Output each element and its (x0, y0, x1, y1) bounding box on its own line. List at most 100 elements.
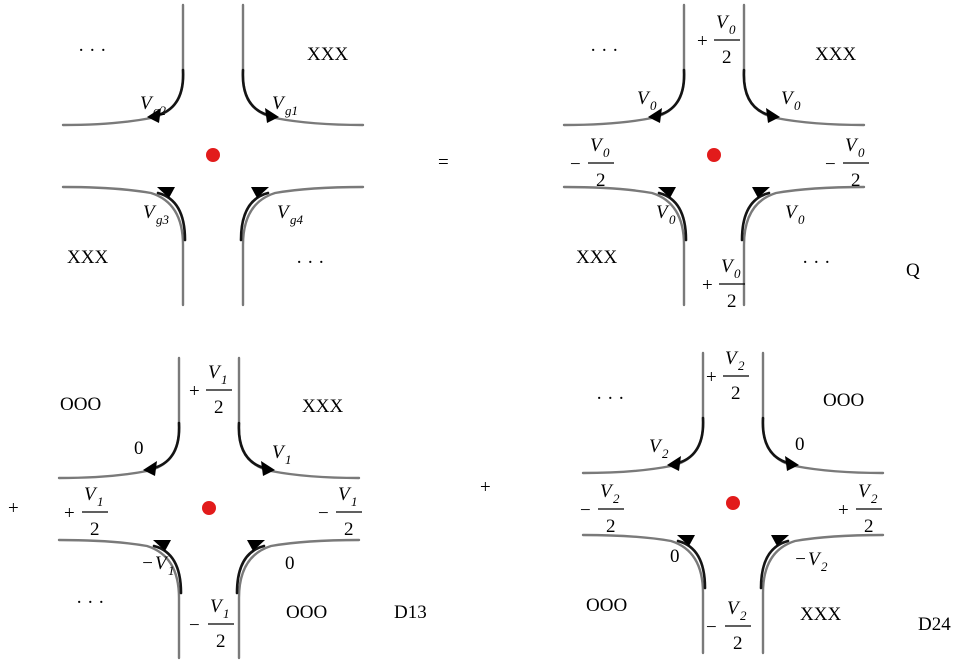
svg-text:0: 0 (858, 145, 865, 160)
equals-sign: = (438, 152, 449, 173)
svg-text:1: 1 (221, 372, 228, 387)
d24-label-top-right: 0 (795, 434, 805, 455)
svg-text:−: − (141, 553, 154, 574)
d13-label-top-right: V 1 (272, 442, 292, 467)
svg-text:2: 2 (727, 291, 737, 312)
d24-label-top-left: V 2 (649, 436, 669, 461)
svg-text:2: 2 (731, 383, 741, 404)
svg-text:0: 0 (798, 212, 805, 227)
svg-text:2: 2 (90, 519, 100, 540)
svg-text:g3: g3 (156, 212, 170, 227)
svg-text:V: V (781, 88, 795, 109)
svg-text:0: 0 (669, 212, 676, 227)
plus-middle: + (480, 477, 491, 498)
svg-text:V: V (600, 481, 614, 502)
svg-text:1: 1 (168, 563, 175, 578)
d24-label-bottom-right: − V 2 (794, 549, 828, 574)
panel-q: · · · XXX XXX · · · Q V 0 V 0 V 0 V 0 + … (562, 3, 920, 312)
svg-text:V: V (725, 348, 739, 369)
svg-text:2: 2 (738, 358, 745, 373)
svg-text:V: V (785, 202, 799, 223)
xxx-q-top: XXX (815, 44, 856, 65)
svg-text:1: 1 (223, 606, 230, 621)
svg-text:2: 2 (740, 608, 747, 623)
svg-text:V: V (721, 256, 735, 277)
svg-text:V: V (845, 135, 859, 156)
panel-d13: OOO XXX · · · OOO D13 0 V 1 − V 1 0 + V … (57, 356, 427, 660)
svg-text:−: − (825, 154, 836, 175)
svg-text:V: V (208, 362, 222, 383)
d24-fraction-bottom: − V 2 2 (706, 598, 751, 654)
svg-text:V: V (858, 481, 872, 502)
svg-text:g2: g2 (153, 103, 167, 118)
svg-text:V: V (277, 202, 291, 223)
svg-text:V: V (84, 484, 98, 505)
q-fraction-right: − V 0 2 (825, 135, 869, 191)
svg-text:1: 1 (351, 494, 358, 509)
svg-text:2: 2 (821, 559, 828, 574)
label-d24: D24 (918, 614, 951, 635)
ellipsis-d13-bottom: · · · (76, 592, 104, 613)
svg-text:V: V (272, 93, 286, 114)
q-fraction-bottom: + V 0 2 (702, 256, 745, 312)
svg-text:V: V (808, 549, 822, 570)
svg-text:2: 2 (344, 519, 354, 540)
svg-text:1: 1 (97, 494, 104, 509)
svg-text:g4: g4 (290, 212, 304, 227)
svg-text:+: + (189, 381, 200, 402)
ellipsis-a-bottom: · · · (296, 252, 324, 273)
xxx-a-bottom: XXX (67, 247, 108, 268)
q-fraction-left: − V 0 2 (570, 135, 614, 191)
d13-fraction-right: − V 1 2 (318, 484, 362, 540)
q-label-top-right: V 0 (781, 88, 801, 113)
svg-text:2: 2 (606, 516, 616, 537)
ooo-d13-bottom: OOO (286, 602, 327, 623)
svg-text:V: V (338, 484, 352, 505)
q-label-bottom-left: V 0 (656, 202, 676, 227)
svg-text:+: + (702, 275, 713, 296)
label-q: Q (906, 260, 920, 281)
svg-text:−: − (189, 615, 200, 636)
svg-text:V: V (727, 598, 741, 619)
svg-text:+: + (64, 503, 75, 524)
panel-a: · · · XXX XXX · · · V g2 V g1 V g3 V g4 (61, 3, 365, 307)
svg-text:0: 0 (603, 145, 610, 160)
svg-text:2: 2 (216, 631, 226, 652)
svg-text:0: 0 (729, 22, 736, 37)
panel-d24: · · · OOO OOO XXX D24 V 2 0 0 − V 2 + V … (580, 348, 951, 655)
svg-text:2: 2 (662, 446, 669, 461)
gate-label-g1: V g1 (272, 93, 298, 118)
q-label-top-left: V 0 (637, 88, 657, 113)
ooo-d24-bottom: OOO (586, 595, 627, 616)
gate-label-g2: V g2 (140, 93, 167, 118)
svg-text:−: − (570, 154, 581, 175)
svg-text:−: − (794, 549, 807, 570)
d13-fraction-left: + V 1 2 (64, 484, 108, 540)
ooo-d13-top: OOO (60, 394, 101, 415)
gate-label-g4: V g4 (277, 202, 304, 227)
svg-text:0: 0 (650, 98, 657, 113)
xxx-a-top: XXX (307, 44, 348, 65)
svg-text:V: V (656, 202, 670, 223)
svg-text:2: 2 (613, 491, 620, 506)
d24-label-bottom-left: 0 (670, 546, 680, 567)
svg-text:2: 2 (864, 516, 874, 537)
svg-text:V: V (716, 12, 730, 33)
svg-text:+: + (706, 367, 717, 388)
d13-fraction-bottom: − V 1 2 (189, 596, 234, 652)
ellipsis-d24-top: · · · (596, 388, 624, 409)
label-d13: D13 (394, 602, 427, 623)
svg-text:V: V (272, 442, 286, 463)
d24-fraction-left: − V 2 2 (580, 481, 624, 537)
gate-label-g3: V g3 (143, 202, 170, 227)
svg-text:−: − (706, 617, 717, 638)
ellipsis-q-top: · · · (590, 40, 618, 61)
svg-text:V: V (590, 135, 604, 156)
svg-text:2: 2 (722, 47, 732, 68)
plus-left: + (8, 498, 19, 519)
svg-text:1: 1 (285, 452, 292, 467)
ellipsis-a-top: · · · (78, 40, 106, 61)
q-fraction-top: + V 0 2 (697, 12, 740, 68)
d13-label-bottom-right: 0 (285, 553, 295, 574)
